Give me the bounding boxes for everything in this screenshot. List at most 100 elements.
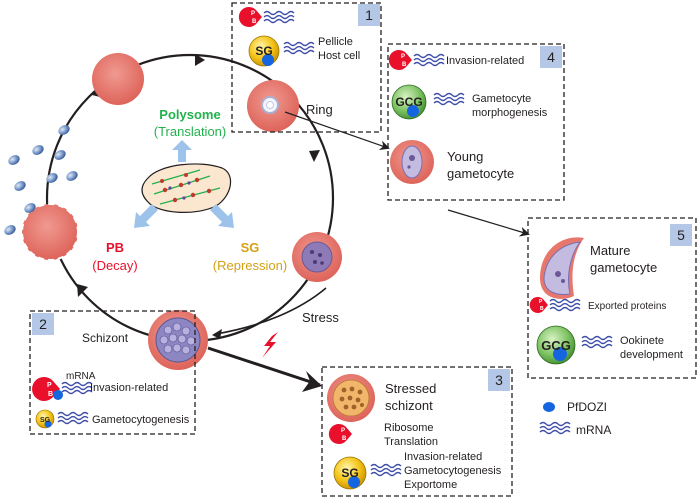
box-2: 2 Schizont mRNA P B Invasion-related SG … <box>29 310 196 435</box>
polysome-hub: Polysome (Translation) PB (Decay) SG (Re… <box>92 107 287 273</box>
mrna-icon <box>61 381 93 395</box>
mrna-icon <box>549 298 581 312</box>
box-number-badge <box>488 369 510 391</box>
svg-text:B: B <box>540 306 544 312</box>
box-4: 4 P B Invasion-related GCG Gametocyte mo… <box>387 43 565 201</box>
gcg-icon: GCG <box>536 325 576 365</box>
mrna-icon <box>433 92 465 106</box>
box2-mrna-label: mRNA <box>66 371 96 382</box>
box-number-badge <box>540 46 562 68</box>
cycle-arrowhead <box>77 284 88 297</box>
mrna-icon <box>370 463 402 477</box>
svg-text:B: B <box>402 62 407 68</box>
pb-icon: P B <box>529 297 548 313</box>
box-3: 3 Stressed schizont P B Ribosome Transla… <box>321 366 513 497</box>
pfdozi-legend-icon <box>543 402 555 412</box>
mrna-icon <box>581 335 613 349</box>
stressed-schizont-cell <box>327 374 375 422</box>
up-arrow <box>172 140 192 162</box>
ring-to-box4-arrow <box>284 111 390 151</box>
box3-sg2: Gametocytogenesis <box>404 465 502 477</box>
pb-icon: P B <box>238 7 262 28</box>
svg-text:SG: SG <box>40 417 51 424</box>
box2-sg-text: Gametocytogenesis <box>92 414 190 426</box>
box-number-badge <box>358 4 380 26</box>
svg-text:P: P <box>539 299 543 305</box>
box-number-badge <box>32 313 54 335</box>
box-number: 1 <box>365 7 373 23</box>
legend-pfdozi: PfDOZI <box>567 400 607 414</box>
box2-pb-text: Invasion-related <box>90 382 168 394</box>
box5-pb-text: Exported proteins <box>588 301 666 312</box>
box1-line2: Host cell <box>318 50 360 62</box>
box1-line1: Pellicle <box>318 36 353 48</box>
pb-title: PB <box>106 240 124 255</box>
sg-icon: SG <box>333 456 367 490</box>
svg-text:B: B <box>252 19 257 25</box>
pb-icon: P B <box>388 49 412 70</box>
legend: PfDOZI mRNA <box>539 400 611 437</box>
svg-text:P: P <box>341 428 345 434</box>
box-number: 5 <box>677 227 685 243</box>
cycle-arrowhead <box>212 329 222 339</box>
sg-title: SG <box>241 240 260 255</box>
box3-pb1: Ribosome <box>384 422 434 434</box>
mature-gametocyte-cell <box>540 237 584 299</box>
stressed-schizont-line2: schizont <box>385 398 433 413</box>
young-gametocyte-line2: gametocyte <box>447 166 514 181</box>
lightning-icon <box>262 332 278 358</box>
box4-pb-text: Invasion-related <box>446 55 524 67</box>
young-gametocyte-line1: Young <box>447 149 483 164</box>
merozoites <box>4 125 78 235</box>
trophozoite-cell <box>292 232 342 282</box>
box4-gcg2: morphogenesis <box>472 107 548 119</box>
box3-sg3: Exportome <box>404 479 457 491</box>
svg-text:GCG: GCG <box>541 338 571 353</box>
svg-text:GCG: GCG <box>395 95 422 109</box>
box-number-badge <box>670 224 692 246</box>
mrna-icon <box>57 411 89 425</box>
mrna-icon <box>263 10 295 24</box>
schizont-to-stressed-arrow <box>207 346 321 387</box>
mrna-icon <box>413 53 445 67</box>
schizont-label: Schizont <box>82 331 129 345</box>
box-number: 4 <box>547 49 555 65</box>
box5-gcg2: development <box>620 349 683 361</box>
bursting-cell <box>21 203 79 261</box>
down-right-arrow <box>210 204 234 228</box>
stress-label: Stress <box>302 310 339 325</box>
box3-pb2: Translation <box>384 436 438 448</box>
svg-text:P: P <box>47 382 52 389</box>
box4-to-box5-arrow <box>447 209 530 237</box>
down-left-arrow <box>134 204 158 228</box>
stressed-schizont-line1: Stressed <box>385 381 436 396</box>
box3-sg1: Invasion-related <box>404 451 482 463</box>
sg-icon: SG <box>248 35 280 67</box>
box5-gcg1: Ookinete <box>620 335 664 347</box>
svg-text:B: B <box>342 436 347 442</box>
sg-subtitle: (Repression) <box>213 258 287 273</box>
polysome-title: Polysome <box>159 107 220 122</box>
mature-gametocyte-line2: gametocyte <box>590 260 657 275</box>
svg-text:SG: SG <box>255 44 272 58</box>
ring-label: Ring <box>306 102 333 117</box>
red-blood-cell <box>92 53 144 105</box>
pb-icon: P B <box>328 424 352 445</box>
box4-gcg1: Gametocyte <box>472 93 531 105</box>
mrna-icon <box>283 41 315 55</box>
pb-subtitle: (Decay) <box>92 258 138 273</box>
mrna-legend-icon <box>539 421 571 435</box>
polysome-subtitle: (Translation) <box>154 124 226 139</box>
legend-mrna: mRNA <box>576 423 611 437</box>
cycle-arrowhead <box>309 150 320 162</box>
mature-gametocyte-line1: Mature <box>590 243 630 258</box>
stress-arrowhead <box>302 371 322 392</box>
svg-text:P: P <box>401 54 405 60</box>
gcg-icon: GCG <box>391 84 427 120</box>
schizont-cell <box>148 310 208 370</box>
box-number: 3 <box>495 372 503 388</box>
cycle-to-schizont-arrow <box>215 287 327 335</box>
sg-icon: SG <box>35 409 55 429</box>
svg-text:B: B <box>48 391 53 398</box>
